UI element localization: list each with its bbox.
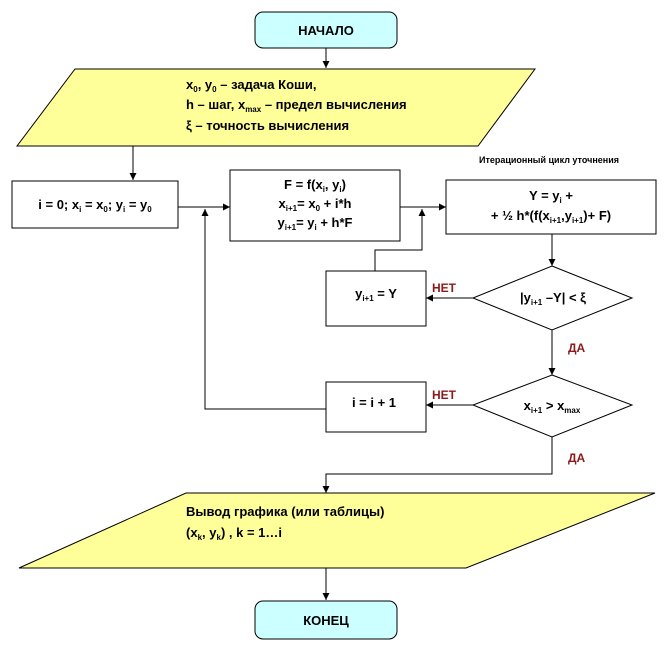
end-terminal: КОНЕЦ xyxy=(254,600,398,640)
arrow-assign-back-to-compute xyxy=(374,209,426,271)
iteration-label: Итерационный цикл уточнения xyxy=(479,155,619,165)
output-block: Вывод графика (или таблицы) (xk, yk) , k… xyxy=(18,492,656,569)
input-line-1: x0, y0 – задача Коши, xyxy=(186,77,316,94)
assign-text: yi+1 = Y xyxy=(355,286,397,303)
init-text: i = 0; xi = x0; yi = y0 xyxy=(38,197,152,214)
output-line-1: Вывод графика (или таблицы) xyxy=(186,504,384,519)
output-line-2: (xk, yk) , k = 1…i xyxy=(186,525,282,542)
refine-line-1: Y = yi + xyxy=(529,188,573,205)
init-block: i = 0; xi = x0; yi = y0 xyxy=(11,180,179,229)
condition-accuracy-text: |yi+1 –Y| < ξ xyxy=(520,290,586,307)
end-label: КОНЕЦ xyxy=(303,613,349,628)
no-label-1: НЕТ xyxy=(432,281,457,295)
yes-label-1: ДА xyxy=(568,341,586,355)
increment-block: i = i + 1 xyxy=(325,381,427,433)
assign-block: yi+1 = Y xyxy=(325,270,427,327)
compute-block: F = f(xi, yi) xi+1= x0 + i*h yi+1= yi + … xyxy=(229,169,401,242)
yes-label-2: ДА xyxy=(568,451,586,465)
increment-text: i = i + 1 xyxy=(352,395,396,410)
arrow-cond2-yes-to-output xyxy=(322,437,553,493)
no-label-2: НЕТ xyxy=(432,388,457,402)
refine-line-2: + ½ h*(f(xi+1,yi+1)+ F) xyxy=(491,208,611,225)
compute-line-1: F = f(xi, yi) xyxy=(284,177,346,194)
input-block: x0, y0 – задача Коши, h – шаг, xmax – пр… xyxy=(15,68,536,147)
input-line-2: h – шаг, xmax – предел вычисления xyxy=(186,97,407,114)
start-label: НАЧАЛО xyxy=(298,23,354,38)
condition-limit-text: xi+1 > xmax xyxy=(524,398,581,415)
input-line-3: ξ – точность вычисления xyxy=(186,118,349,133)
condition-accuracy: |yi+1 –Y| < ξ xyxy=(471,265,634,331)
refine-block: Y = yi + + ½ h*(f(xi+1,yi+1)+ F) xyxy=(445,179,657,235)
start-terminal: НАЧАЛО xyxy=(254,11,398,49)
arrow-increment-back-to-compute xyxy=(201,209,326,410)
condition-limit: xi+1 > xmax xyxy=(471,374,634,438)
connectors xyxy=(129,48,556,600)
compute-line-3: yi+1= yi + h*F xyxy=(277,215,352,232)
compute-line-2: xi+1= x0 + i*h xyxy=(279,196,352,213)
